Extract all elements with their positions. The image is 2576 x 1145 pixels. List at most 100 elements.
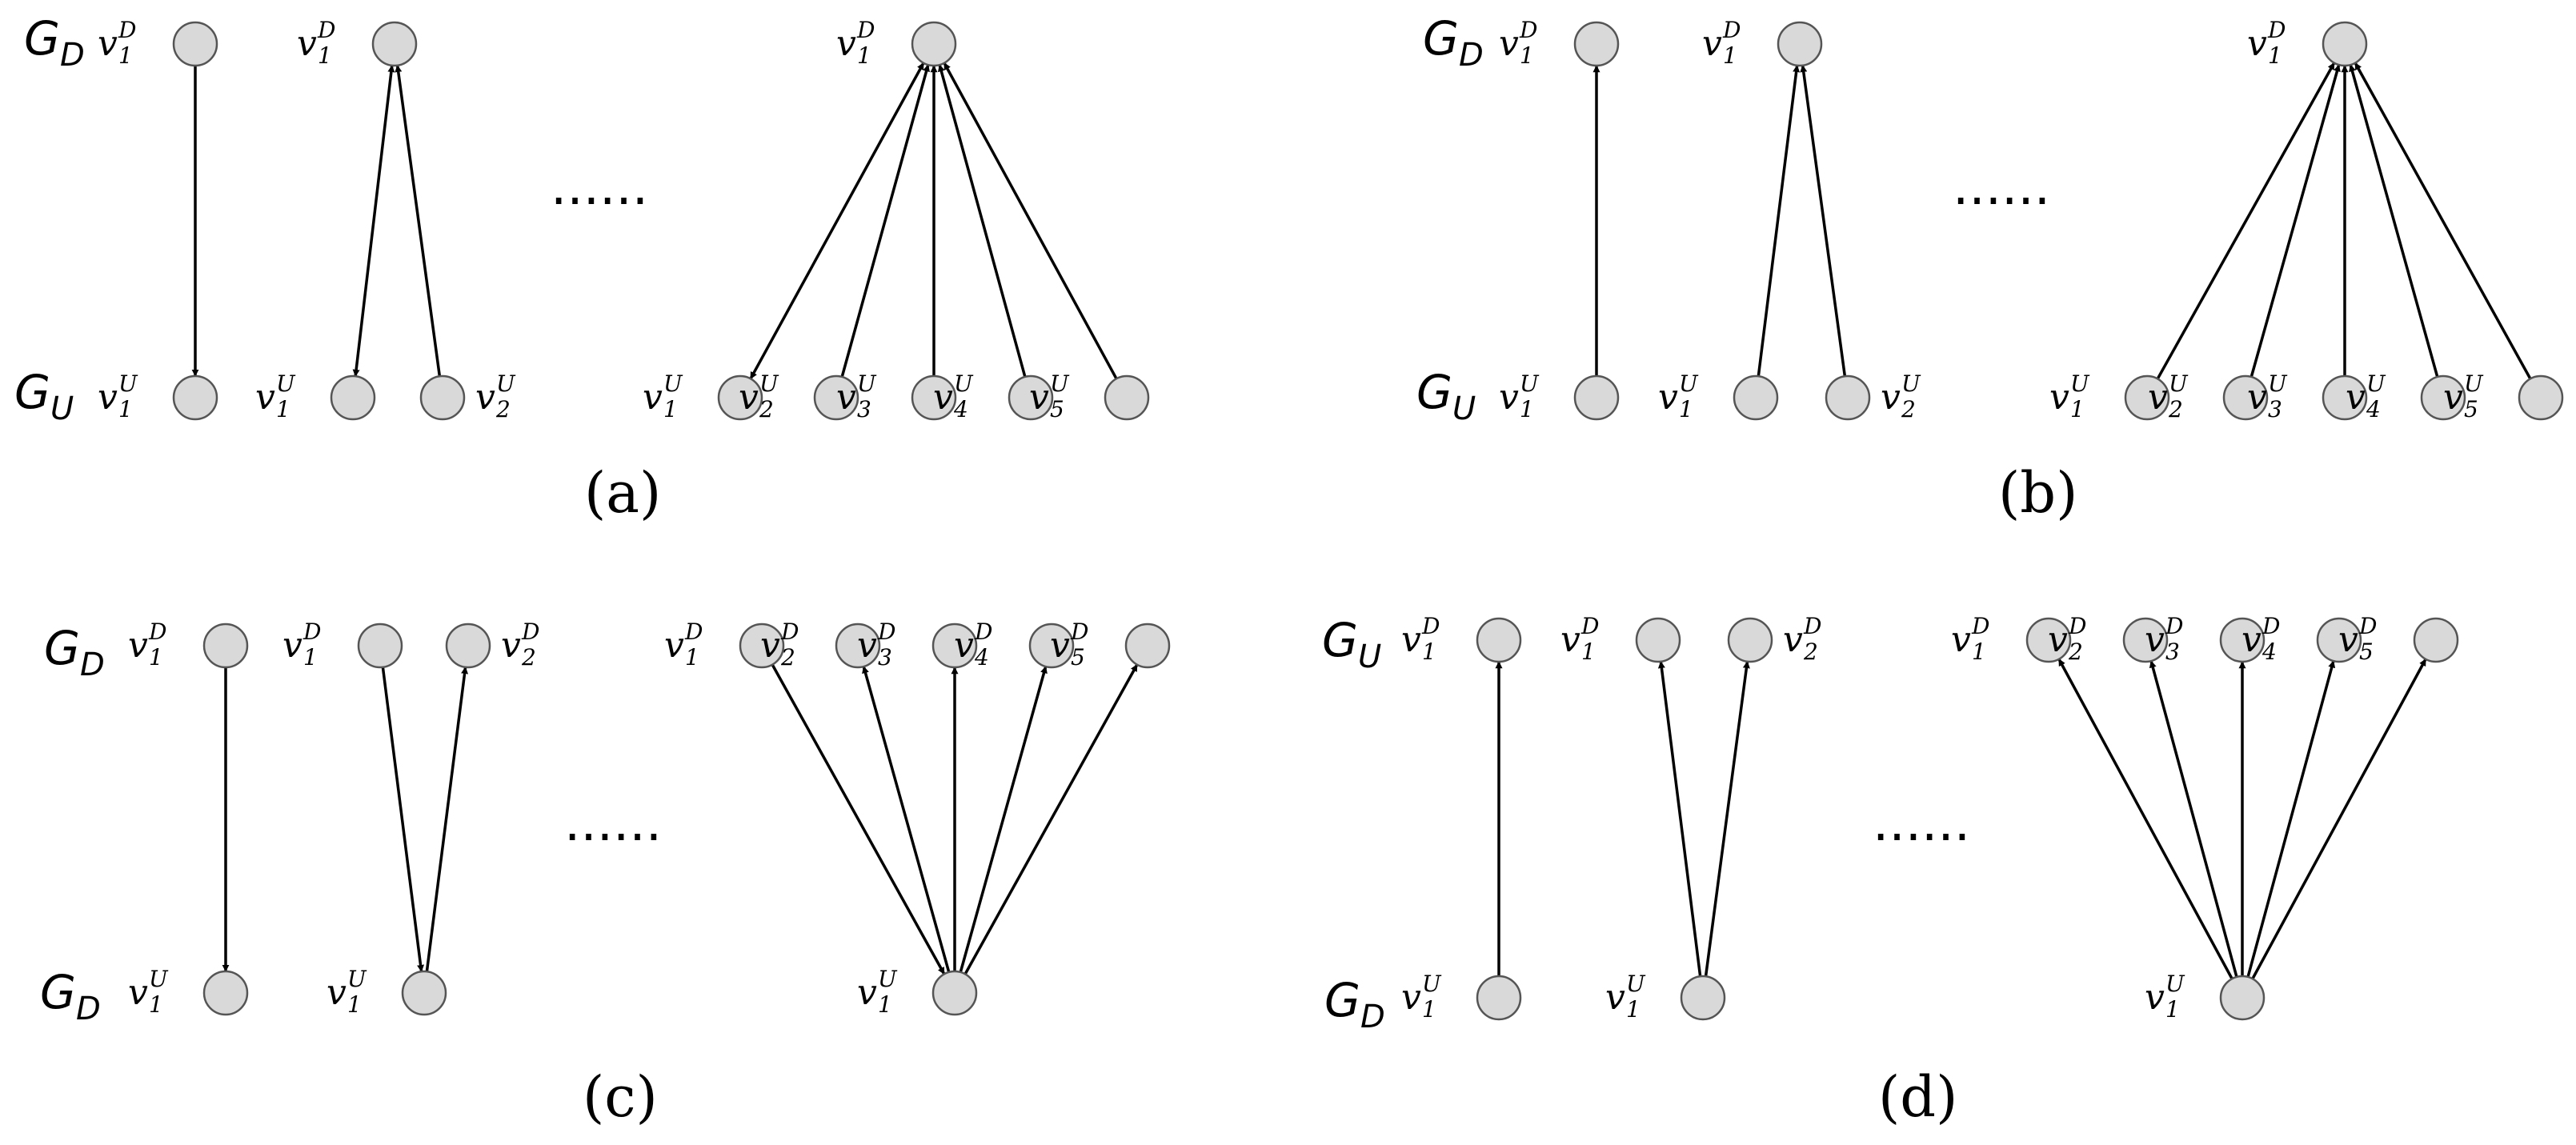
graph-node xyxy=(371,21,418,67)
graph-label-bottom: GD xyxy=(40,965,101,1027)
node-label-name: v xyxy=(98,23,118,64)
graph-label-bottom: GU xyxy=(14,365,74,427)
node-label-name: v xyxy=(2241,619,2262,660)
panel-label: (d) xyxy=(1878,1064,1957,1130)
node-label-subscript: 2 xyxy=(2068,639,2083,665)
node-label-subscript: 2 xyxy=(2168,396,2183,422)
node-label-name: v xyxy=(1050,625,1070,666)
node-label-superscript: D xyxy=(118,17,136,43)
node-label-subscript: 1 xyxy=(276,396,290,422)
node-label-superscript: U xyxy=(2268,370,2288,397)
node-label-superscript: D xyxy=(1971,613,1989,639)
graph-node xyxy=(202,970,249,1016)
graph-node xyxy=(2322,21,2368,67)
graph-node xyxy=(1777,21,1823,67)
node-label-superscript: D xyxy=(317,17,335,43)
node-label-superscript: D xyxy=(1803,613,1821,639)
node-label-subscript: 1 xyxy=(347,991,362,1018)
directed-edge xyxy=(943,62,1118,380)
directed-edge xyxy=(2246,660,2336,978)
directed-edge xyxy=(1657,661,1702,977)
node-label-subscript: 3 xyxy=(2165,639,2180,665)
graph-node xyxy=(813,374,859,421)
node-label-name: v xyxy=(1401,977,1421,1018)
node-label-subscript: 5 xyxy=(2359,639,2374,665)
node-label-name: v xyxy=(2338,619,2358,660)
node-label-superscript: U xyxy=(878,966,898,992)
node-label-name: v xyxy=(664,625,684,666)
node-label-subscript: 1 xyxy=(1520,42,1534,69)
node-label-name: v xyxy=(2443,377,2463,418)
node-label-name: v xyxy=(2049,377,2069,418)
graph-node xyxy=(2219,617,2266,663)
node-label-name: v xyxy=(836,23,856,64)
node-label-subscript: 1 xyxy=(118,42,133,69)
node-label-subscript: 1 xyxy=(118,396,133,422)
node-label-name: v xyxy=(954,625,974,666)
node-label-superscript: U xyxy=(1050,370,1070,397)
node-label-superscript: U xyxy=(118,370,138,397)
graph-node xyxy=(445,623,491,669)
graph-node xyxy=(2122,617,2169,663)
node-label-name: v xyxy=(282,625,302,666)
node-label-name: v xyxy=(297,23,317,64)
graph-node xyxy=(717,374,763,421)
node-label-superscript: D xyxy=(2165,613,2183,639)
node-label-name: v xyxy=(98,377,118,418)
node-label-subscript: 1 xyxy=(663,396,678,422)
node-label-subscript: 1 xyxy=(1679,396,1693,422)
graph-letter: G xyxy=(1324,973,1360,1027)
node-label-subscript: 1 xyxy=(149,644,163,671)
node-label-superscript: U xyxy=(149,966,169,992)
node-label-name: v xyxy=(1499,23,1519,64)
node-label-subscript: 3 xyxy=(2268,396,2282,422)
node-label-subscript: 2 xyxy=(1803,639,1818,665)
node-label-name: v xyxy=(857,972,877,1013)
graph-node xyxy=(1573,21,1620,67)
node-label-superscript: U xyxy=(1679,370,1699,397)
node-label-name: v xyxy=(1499,377,1519,418)
directed-edge xyxy=(771,663,946,975)
graph-label-bottom: GD xyxy=(1324,973,1385,1035)
node-label-name: v xyxy=(1658,377,1678,418)
directed-edge xyxy=(2249,64,2341,378)
graph-node xyxy=(2518,374,2564,421)
graph-node xyxy=(1727,617,1773,663)
graph-letter: G xyxy=(24,11,60,66)
directed-edge xyxy=(862,666,951,973)
node-label-name: v xyxy=(2145,977,2165,1018)
node-label-subscript: 1 xyxy=(878,991,892,1018)
graph-letter: G xyxy=(14,365,50,419)
node-label-superscript: U xyxy=(663,370,683,397)
node-label-superscript: U xyxy=(276,370,296,397)
graph-letter: G xyxy=(1416,365,1452,419)
node-label-name: v xyxy=(1702,23,1722,64)
node-label-name: v xyxy=(739,377,759,418)
graph-node xyxy=(2025,617,2072,663)
node-label-subscript: 4 xyxy=(974,644,989,671)
directed-edge xyxy=(937,64,1027,378)
node-label-superscript: U xyxy=(496,370,516,397)
graph-node xyxy=(1008,374,1054,421)
graph-node xyxy=(911,374,957,421)
node-label-subscript: 1 xyxy=(857,42,871,69)
ellipsis-text: ...... xyxy=(564,794,662,853)
node-label-superscript: D xyxy=(1580,613,1599,639)
node-label-name: v xyxy=(857,625,877,666)
graph-node xyxy=(1028,623,1075,669)
node-label-superscript: U xyxy=(759,370,779,397)
